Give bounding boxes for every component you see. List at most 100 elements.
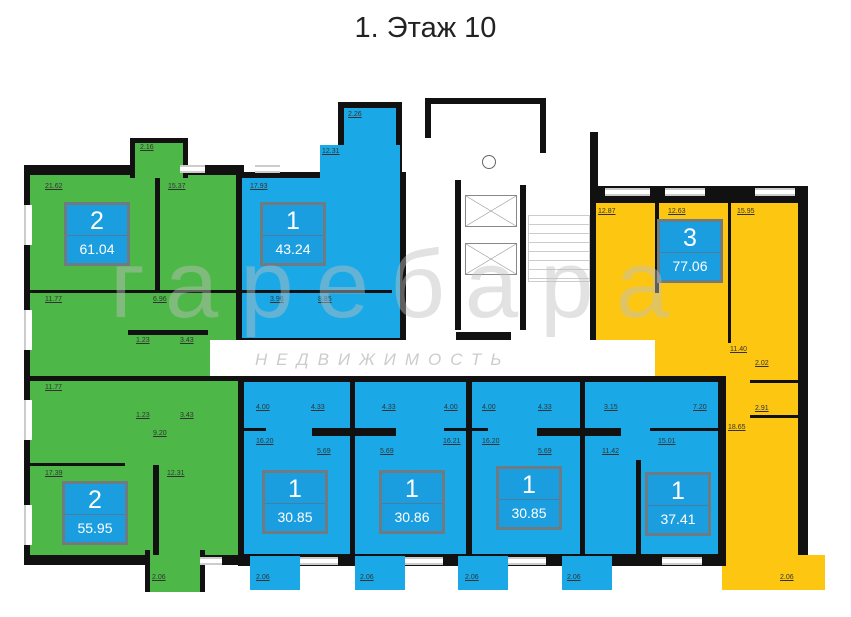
wall <box>580 382 585 554</box>
wall <box>155 178 160 293</box>
elevator-icon <box>465 195 517 227</box>
wall <box>750 415 800 418</box>
room-area: 12.31 <box>167 470 185 477</box>
wall <box>537 428 621 436</box>
wall <box>312 428 396 436</box>
room-area: 16.20 <box>256 438 274 445</box>
wall <box>153 465 159 555</box>
wall <box>456 332 511 342</box>
area: 43.24 <box>275 241 311 257</box>
wall <box>444 428 488 431</box>
area: 30.85 <box>511 505 547 521</box>
room-area: 15.37 <box>168 183 186 190</box>
staircase <box>528 215 590 282</box>
room-area: 12.31 <box>322 148 340 155</box>
room-area: 3.15 <box>604 404 618 411</box>
wall <box>455 180 461 330</box>
window <box>755 188 795 196</box>
area: 30.85 <box>277 509 313 525</box>
window <box>24 400 32 440</box>
wall <box>520 185 526 330</box>
room-count: 2 <box>67 205 127 236</box>
room-area: 6.96 <box>153 296 167 303</box>
balcony <box>135 143 183 183</box>
room-count: 3 <box>660 222 720 253</box>
room-area: 2.06 <box>465 574 479 581</box>
window <box>255 165 280 173</box>
room-area: 12.87 <box>598 208 616 215</box>
room-area: 15.01 <box>658 438 676 445</box>
wall <box>30 463 125 466</box>
hall <box>320 145 400 185</box>
wall <box>242 290 392 293</box>
room-area: 3.43 <box>180 412 194 419</box>
room-area: 1.23 <box>136 412 150 419</box>
area: 61.04 <box>79 241 115 257</box>
window <box>665 188 705 196</box>
room-area: 2.06 <box>360 574 374 581</box>
room-count: 1 <box>382 473 442 504</box>
balcony <box>250 556 300 590</box>
room-count: 2 <box>65 484 125 515</box>
wall <box>30 290 240 293</box>
balcony <box>562 556 612 590</box>
room-area: 2.06 <box>256 574 270 581</box>
room-area: 4.00 <box>256 404 270 411</box>
room-area: 15.95 <box>737 208 755 215</box>
room-area: 5.69 <box>317 448 331 455</box>
room-count: 1 <box>499 469 559 500</box>
floor-title: 1. Этаж 10 <box>354 12 497 44</box>
room-area: 21.62 <box>45 183 63 190</box>
wall <box>425 98 431 138</box>
room-area: 16.21 <box>443 438 461 445</box>
room-area: 4.00 <box>482 404 496 411</box>
window <box>24 505 32 545</box>
room-area: 4.00 <box>444 404 458 411</box>
room-area: 11.40 <box>730 346 747 353</box>
room-area: 2.91 <box>755 405 769 412</box>
room-area: 2.02 <box>755 360 769 367</box>
room-area: 7.20 <box>693 404 707 411</box>
room-area: 11.77 <box>45 296 62 303</box>
balcony <box>775 555 825 590</box>
room-area: 11.42 <box>602 448 619 455</box>
area: 30.86 <box>394 509 430 525</box>
window <box>405 557 443 565</box>
room-area: 4.33 <box>382 404 396 411</box>
wall <box>30 376 240 381</box>
room-area: 9.20 <box>153 430 167 437</box>
room-area: 4.33 <box>311 404 325 411</box>
room-area: 5.69 <box>538 448 552 455</box>
wall <box>425 98 545 104</box>
wall <box>590 132 598 342</box>
window <box>180 165 205 173</box>
wall <box>350 382 355 554</box>
room-area: 18.65 <box>728 424 746 431</box>
balcony <box>150 550 200 592</box>
apartment-3-rooms-corridor <box>722 340 798 590</box>
corridor <box>210 340 655 376</box>
room-area: 4.33 <box>538 404 552 411</box>
room-area: 2.06 <box>567 574 581 581</box>
room-count: 1 <box>265 473 325 504</box>
wall <box>466 382 472 554</box>
wall <box>750 380 800 383</box>
window <box>24 205 32 245</box>
balcony <box>355 556 405 590</box>
area: 77.06 <box>672 258 708 274</box>
room-area: 17.39 <box>45 470 63 477</box>
chute-icon <box>482 155 496 169</box>
wall <box>244 428 266 431</box>
room-area: 1.23 <box>136 337 150 344</box>
room-area: 12.63 <box>668 208 686 215</box>
room-area: 2.26 <box>348 111 362 118</box>
